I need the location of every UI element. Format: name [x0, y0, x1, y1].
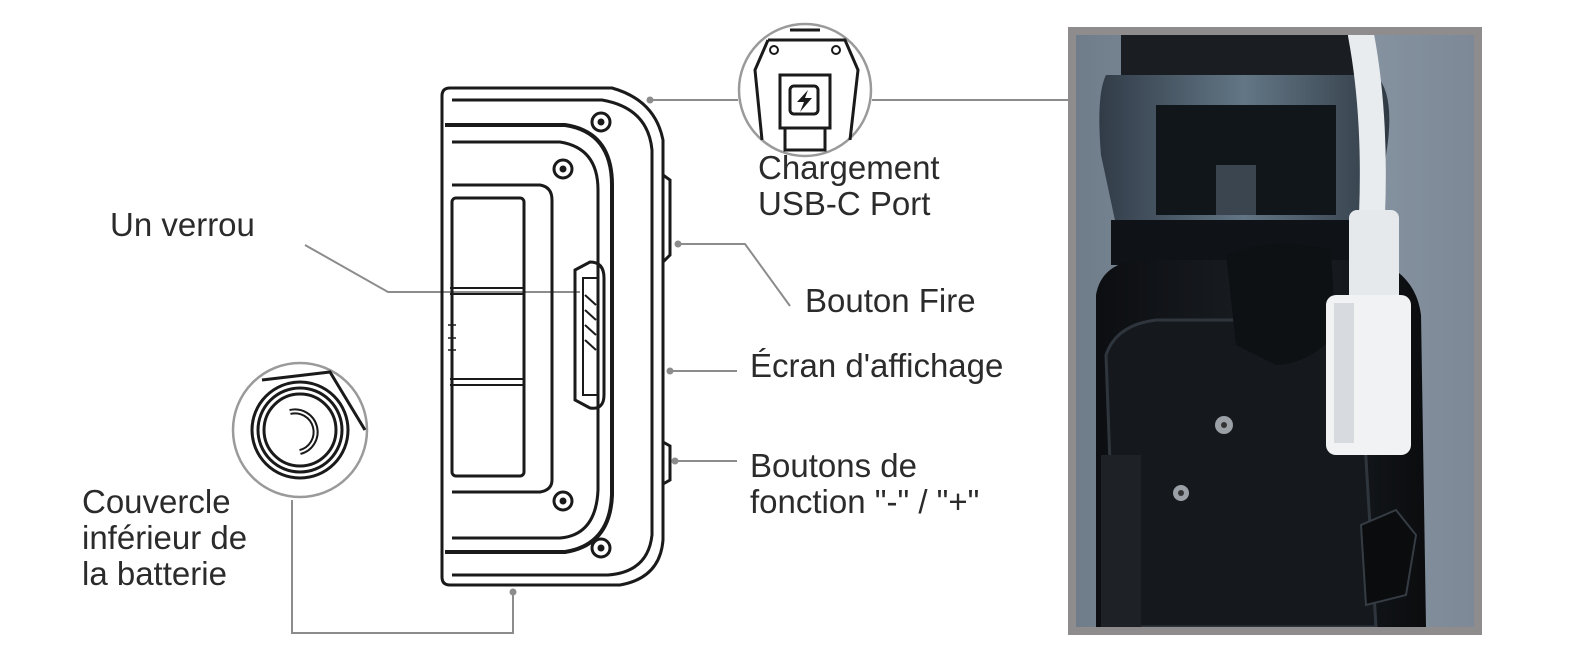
device-body [440, 86, 672, 587]
callout-fire [678, 243, 791, 307]
label-usb-charging: Chargement USB-C Port [758, 149, 940, 222]
label-function-buttons: Boutons de fonction "-" / "+" [750, 447, 980, 520]
callout-lock [304, 244, 580, 293]
callout-lines [291, 99, 1068, 634]
screw-icon [552, 111, 612, 559]
lightning-bolt-icon [797, 90, 812, 112]
label-display-screen: Écran d'affichage [750, 347, 1004, 384]
usb-port-zoom [737, 22, 873, 158]
label-fire-button: Bouton Fire [805, 282, 976, 319]
battery-cap-zoom [231, 361, 369, 499]
device-photo-illustration [1096, 35, 1426, 627]
callout-battery [291, 500, 514, 634]
battery-cap-icon [289, 408, 319, 455]
label-lock: Un verrou [110, 206, 255, 243]
label-battery-cover: Couvercle inférieur de la batterie [82, 483, 248, 592]
product-photo [1068, 27, 1482, 635]
